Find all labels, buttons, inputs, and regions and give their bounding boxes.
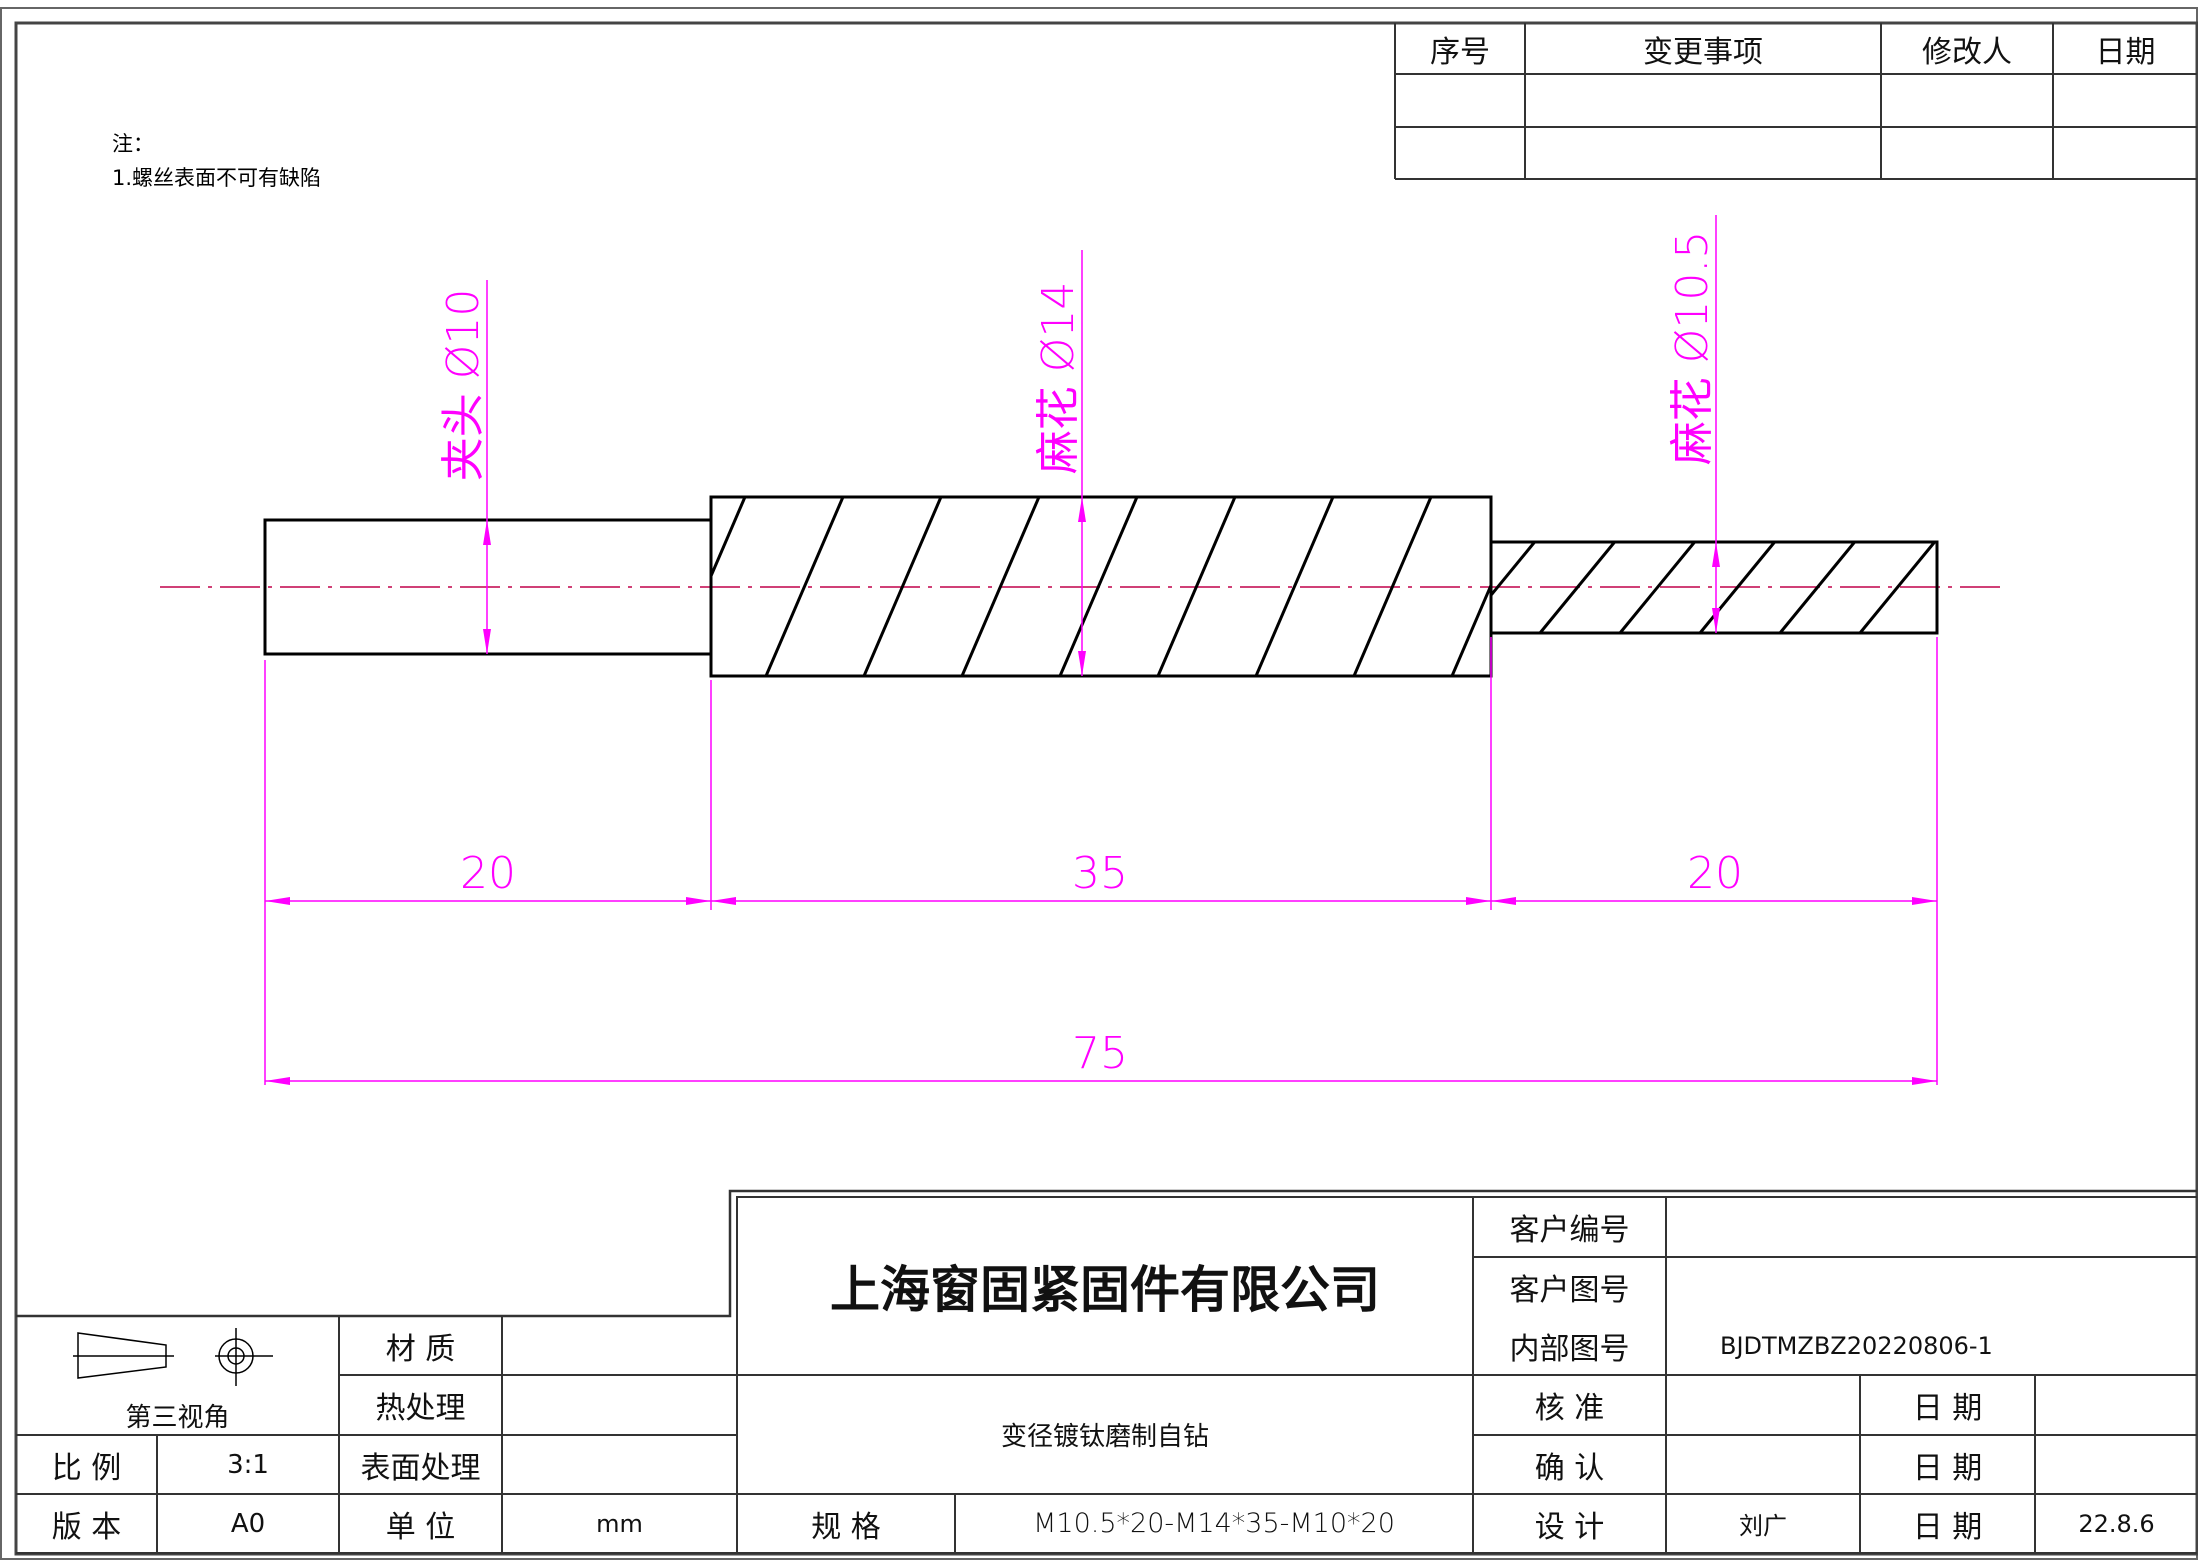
unit-label: 单 位 xyxy=(385,1509,456,1545)
hatch-line xyxy=(1778,541,1856,634)
material-value xyxy=(502,1316,737,1375)
dim-length-1: 20 xyxy=(460,848,516,899)
confirm-date-value xyxy=(2035,1435,2198,1494)
hatch-line xyxy=(1058,496,1139,677)
approve-date-label: 日 期 xyxy=(1912,1391,1983,1426)
heat-treatment-label: 热处理 xyxy=(375,1391,466,1426)
notes-title: 注： xyxy=(112,132,154,156)
hatch-line xyxy=(862,496,943,677)
product-name: 变径镀钛磨制自钻 xyxy=(1000,1422,1209,1452)
customer-drawing-label: 客户图号 xyxy=(1509,1272,1630,1308)
hatch-line xyxy=(1698,541,1776,634)
customer-no-label: 客户编号 xyxy=(1509,1213,1630,1248)
confirm-value xyxy=(1666,1435,1860,1494)
material-label: 材 质 xyxy=(385,1331,456,1367)
design-date-label: 日 期 xyxy=(1912,1509,1983,1545)
spec-value: M10.5*20-M14*35-M10*20 xyxy=(1033,1508,1395,1539)
hatch-line xyxy=(1858,541,1936,634)
third-angle-projection-icon xyxy=(73,1328,273,1386)
surface-treatment-value xyxy=(502,1435,737,1494)
confirm-label: 确 认 xyxy=(1534,1450,1605,1486)
internal-drawing-label: 内部图号 xyxy=(1509,1331,1630,1367)
dim-diameter-small: 麻花 Ø10.5 xyxy=(1667,231,1718,466)
version-label: 版 本 xyxy=(51,1509,122,1545)
revision-header-no: 序号 xyxy=(1430,34,1490,70)
design-date-value: 22.8.6 xyxy=(2078,1509,2155,1538)
hatch-line xyxy=(1352,496,1433,677)
confirm-date-label: 日 期 xyxy=(1912,1450,1983,1486)
customer-drawing-value xyxy=(1666,1257,2197,1316)
dim-diameter-shank: 夹头 Ø10 xyxy=(438,289,489,482)
surface-treatment-label: 表面处理 xyxy=(360,1450,481,1486)
revision-header-change: 变更事项 xyxy=(1643,34,1763,70)
unit-value: mm xyxy=(596,1509,643,1538)
revision-table-grid xyxy=(1394,23,2197,180)
hatch-line xyxy=(960,496,1041,677)
version-value: A0 xyxy=(230,1508,266,1539)
dim-total-length: 75 xyxy=(1072,1028,1128,1079)
internal-drawing-value: BJDTMZBZ20220806-1 xyxy=(1720,1331,1993,1360)
revision-header-modifier: 修改人 xyxy=(1922,34,2012,70)
flute-hatching xyxy=(709,496,1936,677)
customer-no-value xyxy=(1666,1197,2197,1257)
projection-label: 第三视角 xyxy=(125,1402,230,1433)
hatch-line xyxy=(1489,541,1536,597)
hatch-line xyxy=(1618,541,1696,634)
dim-diameter-large: 麻花 Ø14 xyxy=(1033,282,1084,475)
hatch-line xyxy=(1538,541,1616,634)
hatch-line xyxy=(709,496,747,577)
heat-treatment-value xyxy=(502,1375,737,1435)
dimensions xyxy=(264,215,1938,1085)
hatch-line xyxy=(1156,496,1237,677)
design-label: 设 计 xyxy=(1534,1509,1605,1545)
note-item: 1.螺丝表面不可有缺陷 xyxy=(112,166,322,190)
company-name: 上海窗固紧固件有限公司 xyxy=(830,1261,1380,1319)
scale-value: 3:1 xyxy=(227,1449,269,1480)
dim-length-2: 35 xyxy=(1072,848,1128,899)
hatch-line xyxy=(1450,584,1493,677)
approve-label: 核 准 xyxy=(1534,1391,1605,1426)
scale-label: 比 例 xyxy=(51,1450,122,1486)
dim-length-3: 20 xyxy=(1687,848,1743,899)
approve-date-value xyxy=(2035,1375,2198,1435)
hatch-line xyxy=(764,496,845,677)
spec-label: 规 格 xyxy=(811,1509,881,1545)
approve-value xyxy=(1666,1375,1860,1435)
hatch-line xyxy=(1254,496,1335,677)
revision-header-date: 日期 xyxy=(2095,34,2156,70)
designer-value: 刘广 xyxy=(1739,1512,1787,1540)
title-block-grid xyxy=(16,1189,2197,1554)
